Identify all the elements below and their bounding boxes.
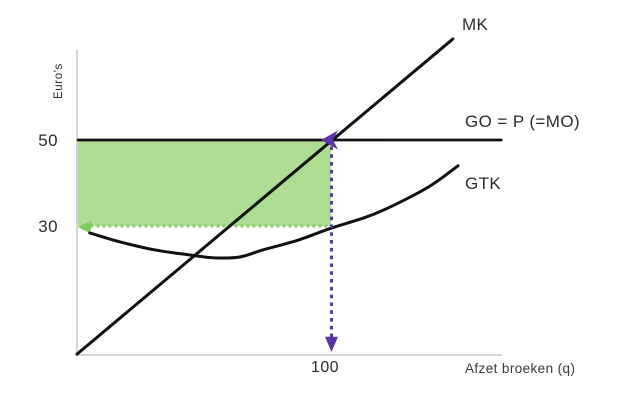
x-tick-100: 100: [311, 359, 339, 376]
mk-curve-label: MK: [462, 15, 489, 34]
y-tick-30: 30: [38, 217, 58, 236]
gtk-curve-label: GTK: [465, 174, 502, 193]
quantity-guide-down-arrowhead: [325, 336, 338, 352]
profit-area: [78, 141, 331, 226]
y-tick-50: 50: [38, 131, 58, 150]
x-axis-title: Afzet broeken (q): [465, 361, 576, 376]
mk-line: [75, 37, 455, 356]
gtk-curve: [88, 164, 460, 260]
cost-guide-left-arrowhead: [77, 221, 92, 233]
go-price-line-label: GO = P (=MO): [465, 112, 581, 131]
y-axis-title: Euro's: [53, 63, 65, 99]
quantity-guide-left-arrowhead: [321, 130, 338, 150]
